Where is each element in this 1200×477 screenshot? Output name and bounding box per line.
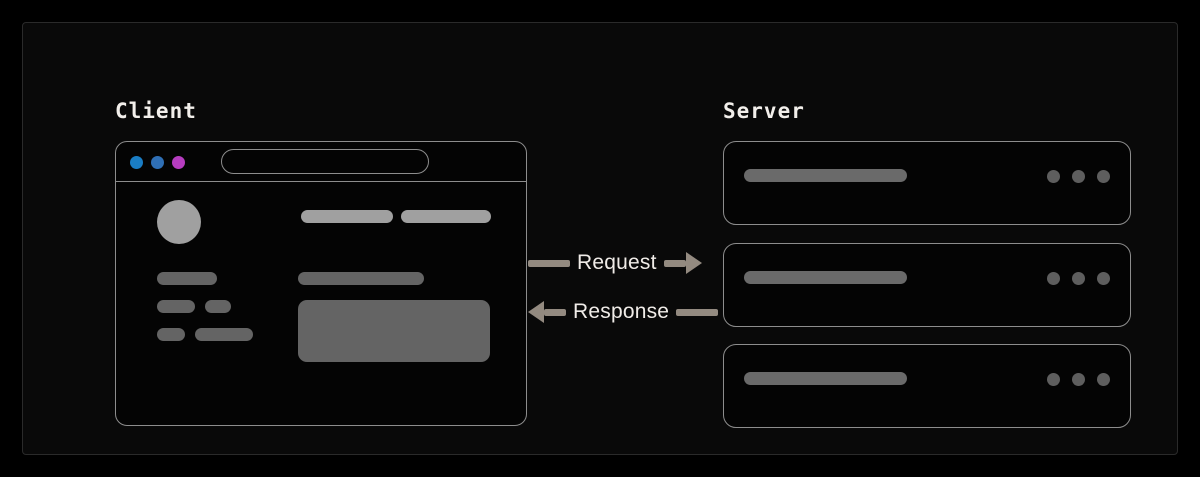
browser-content-area xyxy=(116,182,526,425)
arrow-right-icon xyxy=(685,252,702,274)
browser-titlebar xyxy=(116,142,526,182)
content-block-right xyxy=(298,300,490,362)
server-dot-icon xyxy=(1072,373,1085,386)
server-node-1[interactable] xyxy=(723,141,1131,225)
response-line-left xyxy=(544,308,566,316)
content-bar-left-4 xyxy=(157,328,185,341)
arrow-left-icon xyxy=(528,301,544,323)
content-bar-top-left xyxy=(301,210,393,223)
content-bar-left-5 xyxy=(195,328,253,341)
content-bar-left-3 xyxy=(205,300,231,313)
window-dot-indigo-icon[interactable] xyxy=(151,156,164,169)
server-section-title: Server xyxy=(723,99,805,123)
window-dot-magenta-icon[interactable] xyxy=(172,156,185,169)
server-dot-icon xyxy=(1097,170,1110,183)
server-dot-icon xyxy=(1047,373,1060,386)
server-node-2-bar xyxy=(744,271,907,284)
server-node-3[interactable] xyxy=(723,344,1131,428)
content-bar-right-1 xyxy=(298,272,424,285)
diagram-frame: Client Server xyxy=(22,22,1178,455)
client-section-title: Client xyxy=(115,99,197,123)
avatar xyxy=(157,200,201,244)
content-bar-left-2 xyxy=(157,300,195,313)
content-bar-top-right xyxy=(401,210,491,223)
server-dot-icon xyxy=(1097,373,1110,386)
response-line-right xyxy=(676,308,719,316)
server-dot-icon xyxy=(1047,272,1060,285)
client-browser-window xyxy=(115,141,527,426)
server-dot-icon xyxy=(1097,272,1110,285)
content-bar-left-1 xyxy=(157,272,217,285)
server-node-3-menu-icon[interactable] xyxy=(1047,373,1110,386)
request-line-left xyxy=(528,259,570,267)
request-label: Request xyxy=(577,251,657,274)
server-dot-icon xyxy=(1072,272,1085,285)
server-node-3-bar xyxy=(744,372,907,385)
flow-arrow-response: Response xyxy=(528,300,719,324)
server-dot-icon xyxy=(1047,170,1060,183)
server-node-1-menu-icon[interactable] xyxy=(1047,170,1110,183)
server-node-2-menu-icon[interactable] xyxy=(1047,272,1110,285)
request-line-right xyxy=(663,259,686,267)
server-node-1-bar xyxy=(744,169,907,182)
window-dot-blue-icon[interactable] xyxy=(130,156,143,169)
flow-arrow-request: Request xyxy=(528,251,702,275)
server-dot-icon xyxy=(1072,170,1085,183)
browser-url-input[interactable] xyxy=(221,149,429,174)
server-node-2[interactable] xyxy=(723,243,1131,327)
response-label: Response xyxy=(573,300,670,323)
